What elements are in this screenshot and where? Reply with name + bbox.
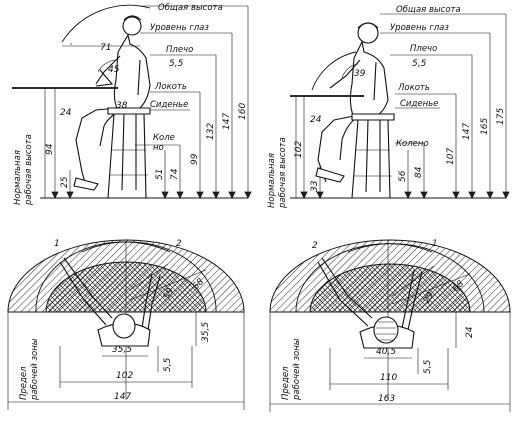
label-forearm-right: 24 [310, 115, 322, 125]
stool-legs-right [351, 119, 391, 199]
value-eye-right: 165 [480, 118, 490, 135]
value-work-height-right: 102 [294, 141, 304, 158]
label-eye-level-left: Уровень глаз [150, 23, 209, 33]
head-top-right [373, 316, 399, 344]
worker-top-right [317, 257, 423, 349]
label-shoulder-offset-right: 5,5 [412, 59, 427, 69]
value-w-mid-left: 102 [116, 371, 133, 381]
value-w-mid-right: 110 [380, 373, 397, 383]
label-shoulder-offset-left: 5,5 [169, 59, 184, 69]
work-height-label-right-2: рабочая высота [278, 137, 288, 209]
head-top-left [112, 313, 136, 339]
stool-seat-right [351, 113, 395, 121]
zone-label-2-left: 2 [176, 239, 182, 249]
zone-label-2-right: 2 [312, 241, 318, 251]
value-elbow-right: 107 [446, 148, 456, 165]
shoe [73, 177, 99, 191]
label-total-height-left: Общая высота [158, 3, 223, 13]
label-angle-upper-right: 39 [354, 69, 366, 79]
seated-figure-left [73, 15, 151, 199]
value-total-left: 160 [238, 103, 248, 120]
value-offset-left: 5,5 [163, 357, 173, 372]
floor-arrows [51, 191, 252, 199]
label-seat-right: Сиденье [400, 99, 438, 109]
reach-arc-right [311, 51, 357, 91]
label-shoulder-left: Плечо [166, 45, 193, 55]
arm [95, 55, 121, 85]
value-seat-left: 74 [170, 168, 180, 180]
label-seat-left: Сиденье [150, 100, 188, 110]
value-shoulder-left: 132 [206, 123, 216, 140]
right-arm [141, 273, 153, 329]
shoe-right [315, 167, 345, 183]
work-height-label-left-1: Нормальная [13, 150, 23, 205]
side-view-left: Нормальная рабочая высота [12, 3, 252, 206]
label-forearm-left: 24 [60, 108, 72, 118]
work-height-label-right-1: Нормальная [267, 153, 277, 208]
normal-reach-zone-right [309, 263, 471, 313]
label-angle-upper-left: 45 [108, 65, 120, 75]
top-view-right: 2 1 29 68 24 5,5 40,5 110 163 Предел раб… [269, 239, 511, 412]
work-height-label-left-2: рабочая высота [24, 134, 34, 206]
value-w-outer-right: 163 [378, 394, 395, 404]
value-depth-right: 24 [465, 326, 475, 338]
arm-right [329, 59, 361, 89]
zone-label-1-left: 1 [54, 239, 60, 249]
zone-limit-label-left-1: Предел [19, 366, 29, 400]
label-knee-left-2: но [153, 143, 164, 153]
label-reach-left: 71 [100, 43, 111, 53]
value-total-right: 175 [496, 108, 506, 125]
worker-top-left [59, 257, 161, 347]
torso-right [349, 40, 389, 119]
label-shoulder-right: Плечо [410, 44, 437, 54]
value-w-inner-left: 35,5 [112, 345, 132, 355]
value-w-outer-left: 147 [114, 392, 131, 402]
left-arm-right [317, 261, 369, 327]
label-eye-level-right: Уровень глаз [390, 23, 449, 33]
zone-limit-label-right-2: рабочей зоны [292, 338, 302, 401]
zone-limit-label-right-1: Предел [281, 366, 291, 400]
label-knee-left-1: Коле [153, 133, 175, 143]
reach-arc [61, 4, 151, 43]
value-footrest-right: 33 [310, 180, 320, 192]
top-view-left: 1 2 59 68 35,5 5,5 35,5 102 147 Предел р… [7, 239, 245, 410]
left-arm [59, 261, 107, 326]
label-knee-right: Колено [396, 139, 429, 149]
value-seat-right: 84 [414, 166, 424, 178]
floor-arrows-right [300, 191, 510, 199]
zone-label-1-right: 1 [432, 239, 438, 249]
label-elbow-right: Локоть [397, 83, 430, 93]
stool-seat [107, 107, 151, 115]
right-arm-right [401, 269, 415, 329]
value-shoulder-right: 147 [462, 123, 472, 140]
value-footrest-left: 25 [60, 176, 70, 188]
stool-legs [107, 113, 147, 199]
value-depth-left: 35,5 [201, 322, 211, 342]
leg-front [75, 107, 119, 187]
seated-figure-right [315, 22, 395, 199]
value-offset-right: 5,5 [423, 359, 433, 374]
torso [113, 33, 151, 111]
value-elbow-left: 99 [190, 153, 200, 165]
value-eye-left: 147 [222, 113, 232, 130]
side-view-right: Нормальная рабочая высота [267, 5, 510, 209]
value-knee-right: 56 [398, 170, 408, 182]
head [122, 16, 142, 36]
label-total-height-right: Общая высота [396, 5, 461, 15]
value-work-height-left: 94 [45, 143, 55, 155]
value-knee-left: 51 [155, 169, 165, 180]
value-w-inner-right: 40,5 [376, 347, 396, 357]
zone-limit-label-left-2: рабочей зоны [30, 338, 40, 401]
label-elbow-left: Локоть [154, 82, 187, 92]
label-angle-lower-left: 38 [116, 101, 128, 111]
leg-front-right [317, 115, 355, 183]
